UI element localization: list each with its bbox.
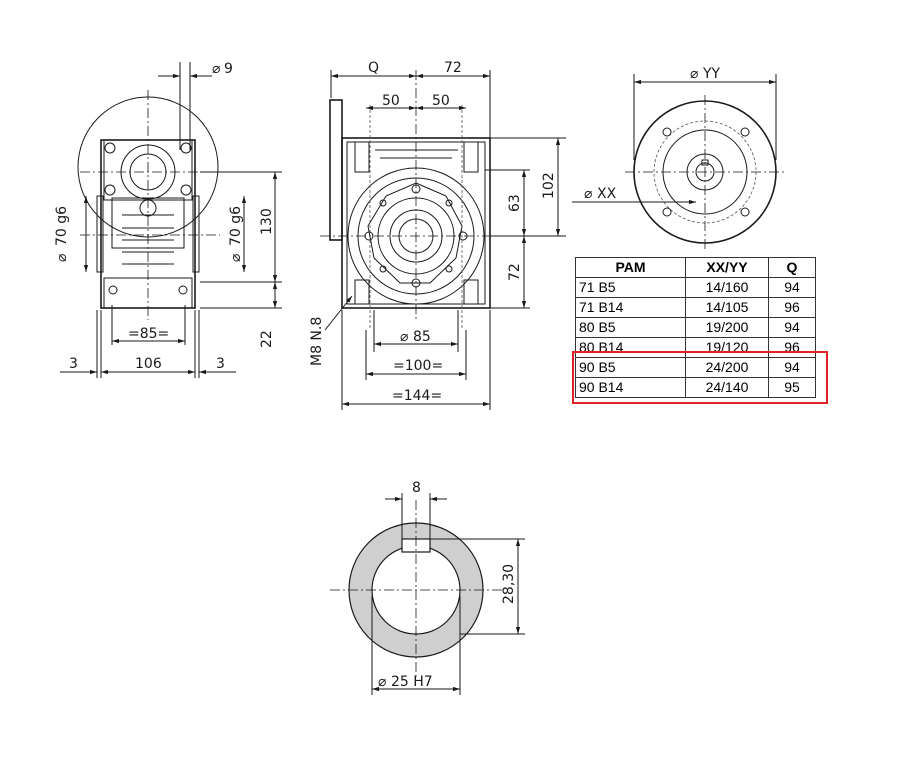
pam-table: PAM XX/YY Q 71 B5 14/160 94 71 B14 14/10… (575, 257, 816, 398)
cell-xxyy: 14/105 (685, 297, 769, 318)
dim-130: 130 (259, 208, 275, 235)
dim-100: =100= (393, 358, 443, 374)
dim-m8: M8 N.8 (309, 317, 325, 366)
flange-view-right (625, 95, 785, 250)
table-row: 90 B14 24/140 95 (575, 377, 816, 398)
front-view-middle (320, 70, 530, 330)
dim-50-left: 50 (382, 93, 400, 109)
table-header-row: PAM XX/YY Q (575, 257, 816, 278)
dim-phi-xx: XX (597, 186, 617, 202)
phi-symbol: ⌀ (54, 253, 70, 262)
phi-symbol: ⌀ (400, 329, 409, 345)
dim-q: Q (368, 60, 379, 76)
cell-pam: 71 B5 (575, 277, 686, 298)
dim-72-side: 72 (507, 263, 523, 281)
dim-144: =144= (392, 388, 442, 404)
bore-detail (330, 500, 505, 680)
dim-phi-85: 85 (413, 329, 431, 345)
dim-72-top: 72 (444, 60, 462, 76)
cell-q: 96 (768, 297, 816, 318)
dim-50-right: 50 (432, 93, 450, 109)
dim-phi-70-left: 70 g6 (54, 206, 70, 246)
dim-85: =85= (128, 326, 169, 342)
cell-xxyy: 19/200 (685, 317, 769, 338)
cell-pam: 80 B5 (575, 317, 686, 338)
table-row: 71 B14 14/105 96 (575, 297, 816, 318)
dim-3-right: 3 (216, 356, 225, 372)
highlight-box (572, 351, 828, 404)
header-pam: PAM (575, 257, 686, 278)
dim-8: 8 (412, 480, 421, 496)
dim-22: 22 (259, 330, 275, 348)
dim-phi-9: 9 (224, 61, 233, 77)
phi-symbol: ⌀ (584, 186, 593, 202)
dim-63: 63 (507, 194, 523, 212)
header-q: Q (768, 257, 816, 278)
side-view-left (77, 90, 220, 320)
cell-q: 94 (768, 277, 816, 298)
cell-pam: 90 B14 (575, 377, 686, 398)
dim-106: 106 (135, 356, 162, 372)
dim-28-30: 28,30 (501, 564, 517, 604)
table-row: 71 B5 14/160 94 (575, 277, 816, 298)
dim-102: 102 (541, 172, 557, 199)
table-row: 80 B5 19/200 94 (575, 317, 816, 338)
table-row: 90 B5 24/200 94 (575, 357, 816, 378)
dim-3-left: 3 (69, 356, 78, 372)
phi-symbol: ⌀ (378, 674, 387, 690)
cell-xxyy: 24/200 (685, 357, 769, 378)
phi-symbol: ⌀ (690, 66, 699, 82)
cell-q: 94 (768, 317, 816, 338)
dim-phi-yy: YY (702, 66, 721, 82)
cell-pam: 71 B14 (575, 297, 686, 318)
cell-q: 95 (768, 377, 816, 398)
dim-phi-70-right: 70 g6 (228, 206, 244, 246)
phi-symbol: ⌀ (228, 253, 244, 262)
dim-phi-25: 25 H7 (391, 674, 433, 690)
header-xxyy: XX/YY (685, 257, 769, 278)
phi-symbol: ⌀ (212, 61, 221, 77)
cell-xxyy: 14/160 (685, 277, 769, 298)
